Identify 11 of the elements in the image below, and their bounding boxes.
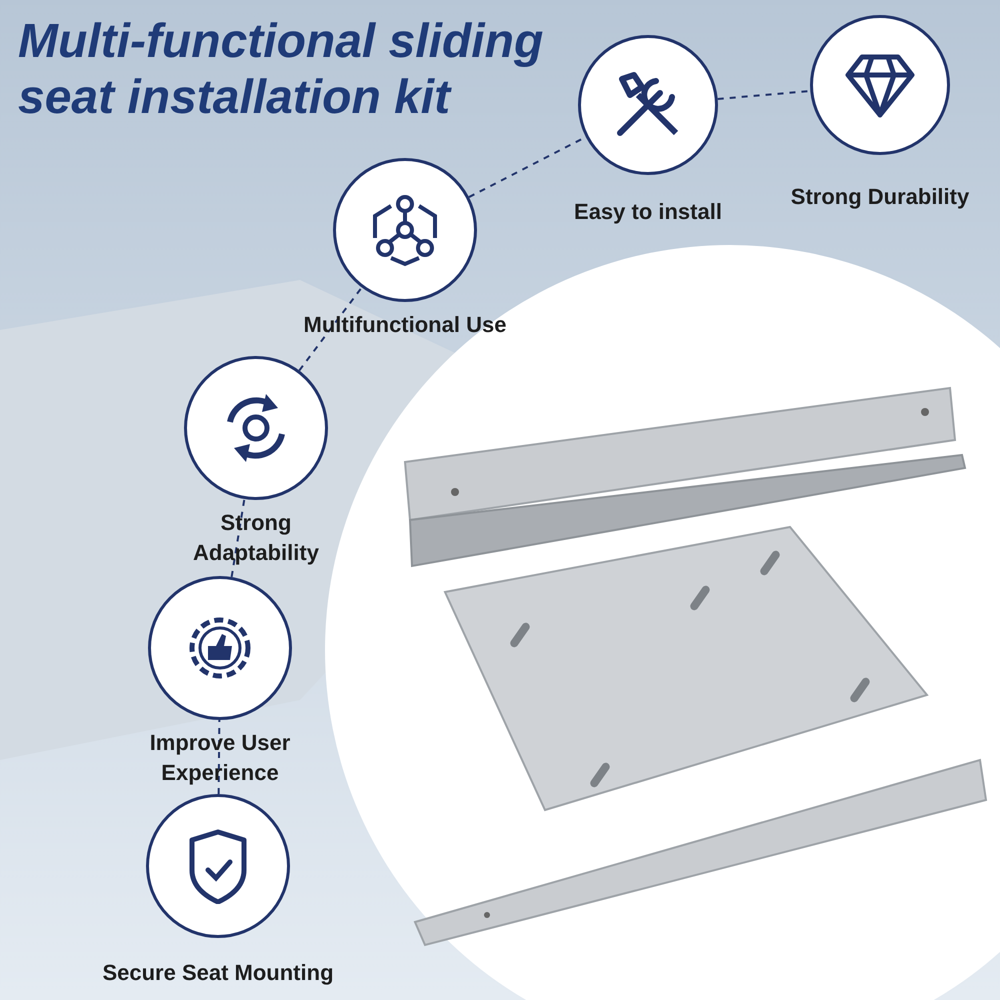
feature-label: Strong Durability (790, 183, 970, 211)
connector-line (718, 90, 810, 100)
feature-label: Multifunctional Use (302, 311, 508, 339)
title: Multi-functional sliding seat installation kit (18, 14, 544, 126)
connector-line (218, 720, 220, 794)
connector-line (230, 498, 246, 578)
feature-label: Strong Adaptability (192, 509, 320, 567)
feature-label: Secure Seat Mounting (101, 959, 335, 987)
feature-label: Improve User Experience (148, 729, 292, 787)
feature-label: Easy to install (573, 198, 723, 226)
connector-line (298, 286, 362, 372)
